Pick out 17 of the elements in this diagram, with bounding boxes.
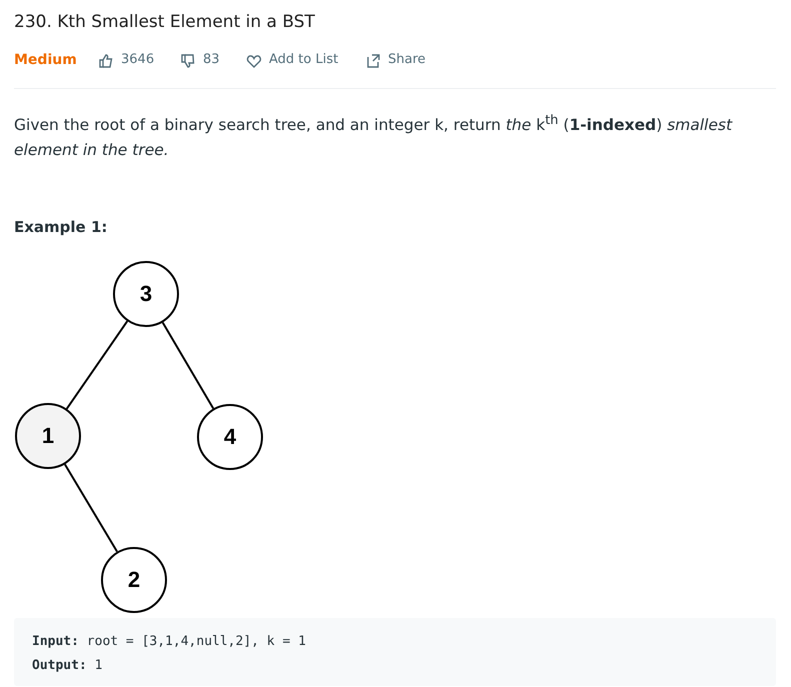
input-line: Input: root = [3,1,4,null,2], k = 1 (32, 634, 306, 649)
tree-edge (66, 320, 128, 410)
page-title: 230. Kth Smallest Element in a BST (14, 12, 315, 32)
output-line: Output: 1 (32, 658, 102, 673)
like-count: 3646 (121, 52, 154, 67)
difficulty-label: Medium (14, 52, 77, 68)
dislike-count: 83 (203, 52, 220, 67)
node-value: 1 (42, 423, 54, 449)
problem-description: Given the root of a binary search tree, and an integer k, return the k$^{th}$ (1-indexed) smallest element in the tree. (14, 112, 734, 162)
tree-edge (64, 464, 118, 552)
node-value: 3 (140, 281, 152, 307)
node-value: 4 (224, 424, 236, 450)
share-link: Share (388, 52, 426, 67)
add-to-list-link: Add to List (269, 52, 338, 67)
node-value: 2 (128, 567, 140, 593)
tree-edge (162, 322, 214, 410)
example-heading: Example 1: (14, 218, 108, 236)
